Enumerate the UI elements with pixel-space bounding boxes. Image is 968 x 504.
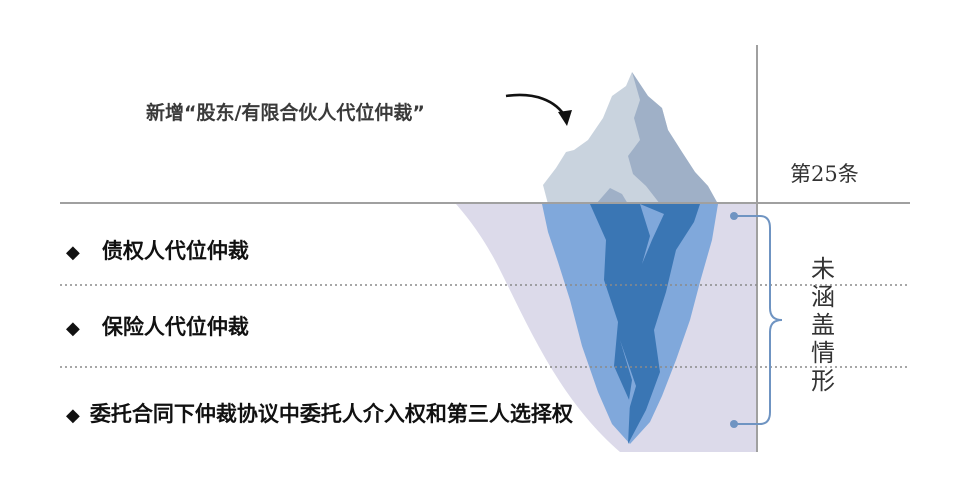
iceberg-body: [542, 204, 718, 444]
list-item: ◆ 委托合同下仲裁协议中委托人介入权和第三人选择权: [66, 398, 573, 428]
diamond-bullet-icon: ◆: [66, 242, 80, 263]
vertical-char: 涵: [811, 283, 835, 311]
pointer-arrow: [505, 93, 572, 126]
list-item: ◆ 债权人代位仲裁: [66, 235, 249, 265]
uncovered-situations-label: 未 涵 盖 情 形: [808, 255, 838, 395]
vertical-char: 情: [811, 339, 835, 367]
new-provision-label: 新增“股东/有限合伙人代位仲裁”: [146, 102, 425, 124]
list-item-text: 委托合同下仲裁协议中委托人介入权和第三人选择权: [89, 402, 573, 426]
diamond-bullet-icon: ◆: [66, 318, 80, 339]
diamond-bullet-icon: ◆: [66, 405, 80, 426]
article-label: 第25条: [790, 162, 859, 186]
vertical-char: 未: [811, 255, 835, 283]
list-item-text: 保险人代位仲裁: [101, 315, 249, 339]
bracket: [730, 212, 783, 428]
list-item-text: 债权人代位仲裁: [101, 239, 249, 263]
vertical-char: 盖: [811, 311, 835, 339]
list-item: ◆ 保险人代位仲裁: [66, 311, 249, 341]
iceberg-tip: [543, 72, 718, 204]
vertical-char: 形: [811, 367, 835, 395]
